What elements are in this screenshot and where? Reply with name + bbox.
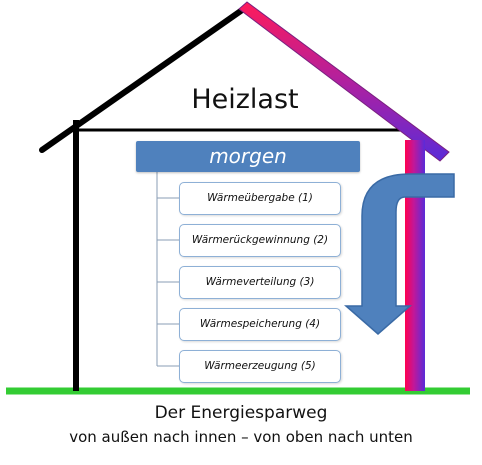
step-item-5: Wärmeerzeugung (5): [179, 350, 341, 383]
diagram-title: Heizlast: [191, 84, 299, 115]
roof-right: [238, 1, 450, 162]
roof-left: [39, 5, 248, 153]
caption-title: Der Energiesparweg: [154, 403, 328, 423]
step-item-3: Wärmeverteilung (3): [179, 266, 341, 299]
step-item-4: Wärmespeicherung (4): [179, 308, 341, 341]
tree-connectors: [156, 172, 179, 367]
step-list: Wärmeübergabe (1) Wärmerückgewinnung (2)…: [155, 173, 345, 393]
down-arrow: [344, 173, 455, 335]
caption-subtitle: von außen nach innen – von oben nach unt…: [69, 428, 413, 446]
right-wall-pipe: [405, 140, 425, 391]
step-item-2: Wärmerückgewinnung (2): [179, 224, 341, 257]
step-item-1: Wärmeübergabe (1): [179, 182, 341, 215]
header-box: morgen: [136, 141, 360, 172]
